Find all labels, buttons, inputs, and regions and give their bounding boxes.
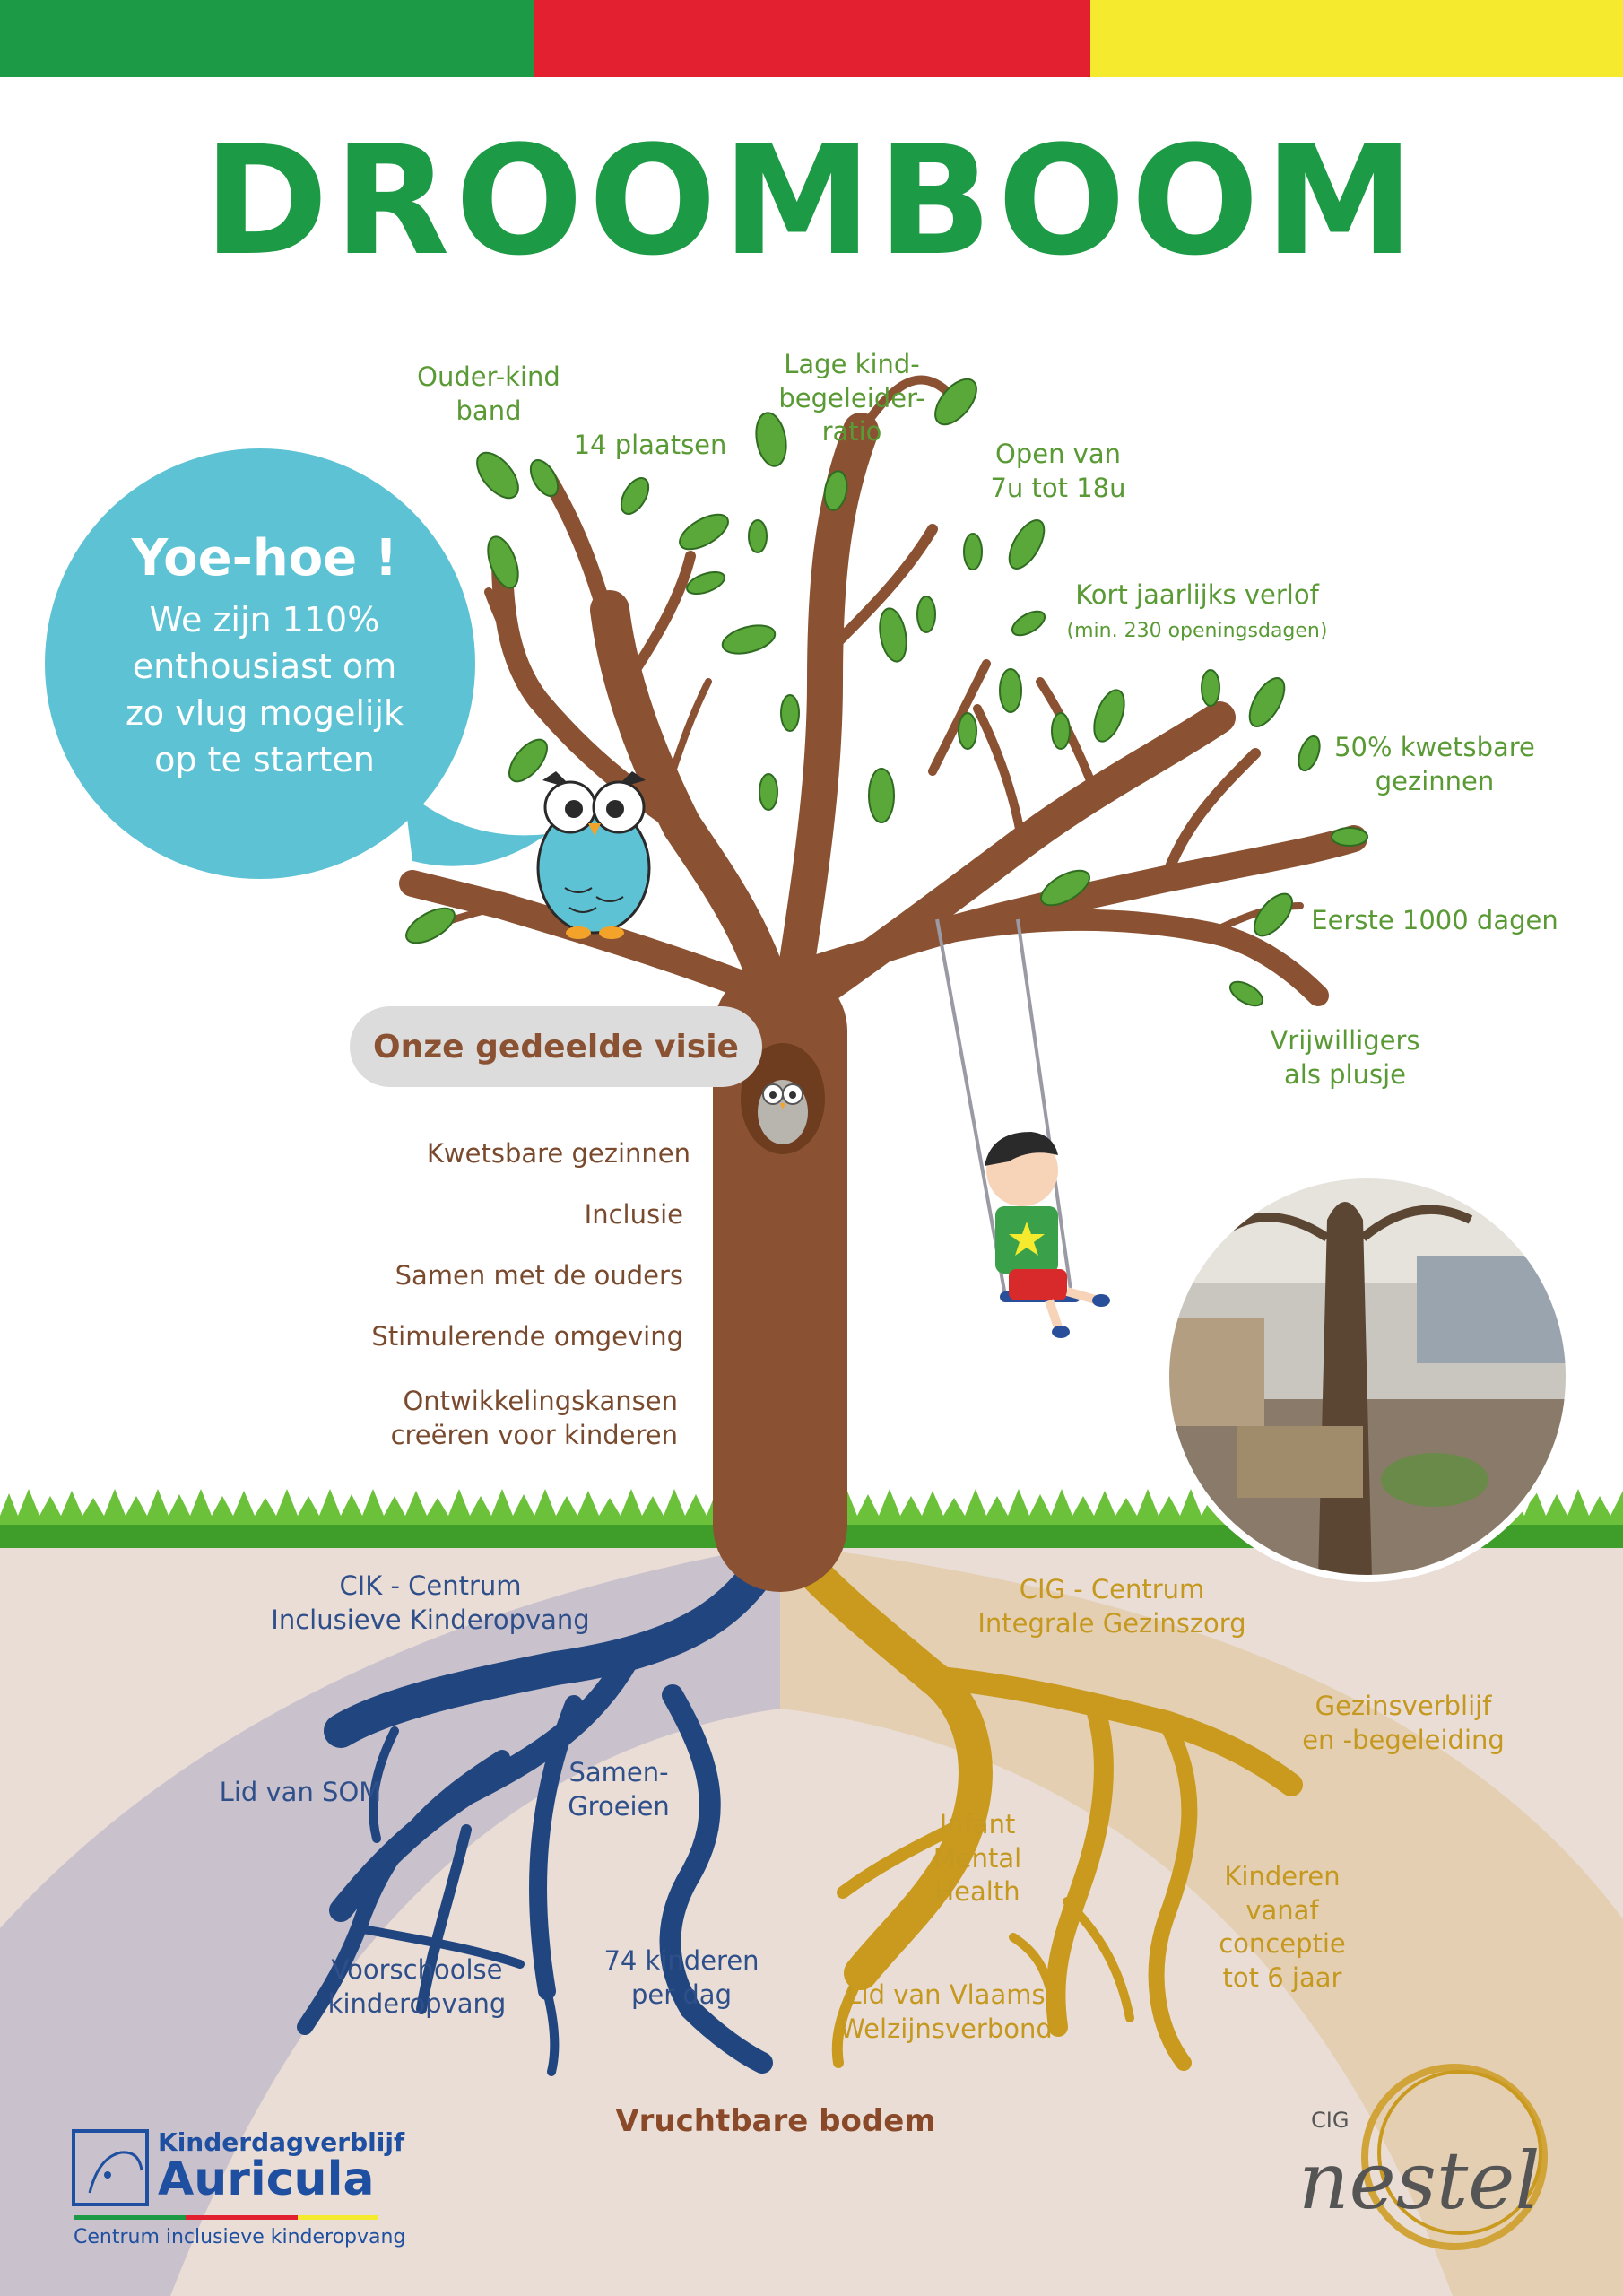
label-74-kinderen: 74 kinderen per dag [603, 1945, 759, 2010]
speech-bubble [45, 448, 547, 879]
nestel-logo-small: CIG [1311, 2108, 1350, 2133]
label-vlaams-welzijnsverbond: Lid van Vlaams Welzijnsverbond [839, 1979, 1053, 2044]
label-kinderen-vanaf: Kinderen vanaf conceptie tot 6 jaar [1219, 1861, 1346, 1994]
label-samen-groeien: Samen- Groeien [568, 1757, 670, 1822]
leaf-icon [1201, 669, 1220, 707]
label-gezinsverblijf: Gezinsverblijf en -begeleiding [1302, 1691, 1505, 1755]
leaf-icon [508, 738, 548, 783]
bubble-line: We zijn 110% [149, 600, 380, 639]
roots-gold [777, 1535, 1303, 2071]
leaf-icon [1093, 689, 1125, 743]
logo-line3: Centrum inclusieve kinderopvang [74, 2226, 406, 2248]
leaf-icon [999, 668, 1022, 713]
leaf-icon [1011, 610, 1046, 637]
label-kwetsbare-gezinnen: 50% kwetsbare gezinnen [1334, 732, 1535, 796]
label-14-plaatsen: 14 plaatsen [573, 430, 727, 460]
bubble-line: zo vlug mogelijk [125, 693, 404, 734]
leaf-icon [934, 378, 977, 426]
leaf-icon [868, 768, 895, 823]
soil-title: Vruchtbare bodem [615, 2103, 936, 2139]
leaf-icon [1254, 892, 1293, 937]
bubble-line: enthousiast om [132, 647, 397, 687]
leaf-icon [958, 712, 977, 750]
vision-item: Kwetsbare gezinnen [426, 1138, 690, 1169]
page-title: DROOMBOOM [203, 113, 1420, 289]
label-cig: CIG - Centrum Integrale Gezinszorg [977, 1574, 1246, 1639]
leaf-icon [679, 513, 729, 551]
stripe-red [534, 0, 1090, 77]
label-som: Lid van SOM [219, 1777, 382, 1807]
leaf-icon [916, 596, 936, 633]
leaf-icon [1298, 735, 1321, 772]
leaf-icon [1228, 980, 1264, 1007]
vision-item: Samen met de ouders [395, 1260, 683, 1291]
leaves [405, 378, 1368, 1007]
leaf-icon [780, 694, 800, 732]
leaf-icon [1040, 869, 1090, 907]
leaf-icon [823, 470, 848, 511]
leaf-icon [405, 907, 456, 944]
leaf-icon [1008, 519, 1046, 570]
bubble-heading: Yoe-hoe ! [131, 529, 398, 587]
arc-right [780, 1544, 1623, 2296]
vision-pill: Onze gedeelde visie [350, 1006, 762, 1087]
auricula-logo [72, 2129, 378, 2220]
leaf-icon [721, 624, 777, 655]
leaf-icon [1051, 712, 1071, 750]
small-owl-icon [741, 1043, 825, 1154]
label-verlof-sub: (min. 230 openingsdagen) [1066, 620, 1328, 642]
owl-icon [536, 771, 651, 939]
label-voorschoolse: Voorschoolse kinderopvang [327, 1954, 507, 2019]
vision-item: Inclusie [584, 1199, 683, 1230]
leaf-icon [963, 533, 983, 570]
nestel-logo-big: nestel [1298, 2135, 1541, 2227]
label-vrijwilligers: Vrijwilligers als plusje [1270, 1025, 1420, 1090]
logo-line1: Kinderdagverblijf [158, 2127, 405, 2157]
label-ouder-kind: Ouder-kind band [417, 361, 560, 426]
leaf-icon [686, 570, 725, 596]
label-verlof: Kort jaarlijks verlof [1075, 579, 1319, 610]
arc-left [0, 1544, 780, 2296]
speech-bubble-text: Yoe-hoe ! We zijn 110% enthousiast om zo… [67, 529, 462, 783]
leaf-icon [1248, 677, 1286, 727]
label-eerste-1000: Eerste 1000 dagen [1311, 905, 1558, 935]
leaf-icon [1331, 827, 1368, 847]
logo-line2: Auricula [158, 2152, 375, 2206]
leaf-icon [620, 477, 650, 515]
vision-item: Ontwikkelingskansen creëren voor kindere… [390, 1386, 678, 1450]
label-cik: CIK - Centrum Inclusieve Kinderopvang [271, 1570, 590, 1635]
bubble-line: op te starten [154, 740, 375, 780]
leaf-icon [529, 459, 560, 497]
label-open: Open van 7u tot 18u [990, 439, 1126, 503]
photo-interior-tree [1162, 1171, 1573, 1582]
leaf-icon [476, 451, 519, 500]
roots-blue [297, 1535, 788, 2076]
leaf-icon [748, 519, 768, 553]
label-ratio: Lage kind- begeleider- ratio [778, 349, 925, 448]
swing-child-illustration [935, 918, 1110, 1338]
label-infant-mental-health: Infant Mental Health [933, 1809, 1022, 1908]
nestel-logo [1361, 2064, 1548, 2250]
vision-item: Stimulerende omgeving [371, 1321, 683, 1352]
leaf-icon [487, 535, 519, 589]
stripe-yellow [1090, 0, 1623, 77]
stripe-green [0, 0, 534, 77]
leaf-icon [879, 607, 907, 663]
leaf-icon [759, 773, 778, 811]
leaf-icon [755, 412, 787, 467]
